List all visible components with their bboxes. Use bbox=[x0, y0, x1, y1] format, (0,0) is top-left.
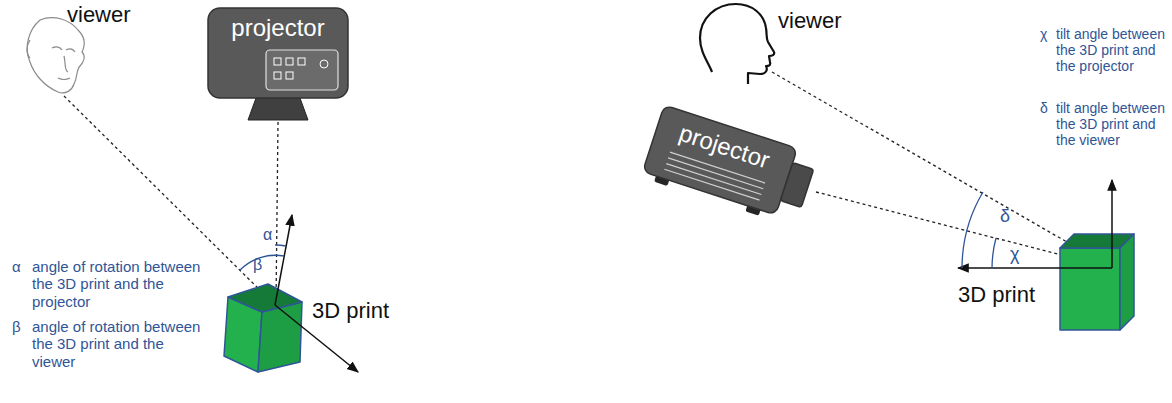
legend-symbol: α bbox=[12, 258, 21, 275]
angle-symbol: α bbox=[263, 226, 272, 244]
angle-symbol: χ bbox=[1010, 244, 1019, 265]
axis-arrow bbox=[275, 215, 292, 305]
viewer-label: viewer bbox=[67, 2, 131, 27]
angle-arc bbox=[992, 238, 996, 268]
projector-drawing bbox=[208, 8, 348, 120]
axis-arrow bbox=[958, 267, 1112, 269]
legend-symbol: δ bbox=[1040, 100, 1048, 116]
projector-drawing bbox=[641, 105, 819, 227]
cube-3d-print bbox=[224, 284, 302, 372]
cube-3d-print bbox=[1060, 234, 1134, 330]
legend-symbol: χ bbox=[1040, 26, 1047, 42]
projection-line bbox=[276, 122, 278, 303]
legend-text: angle of rotation between the 3D print a… bbox=[32, 258, 204, 310]
object-label: 3D print bbox=[312, 298, 389, 323]
angle-symbol: β bbox=[253, 256, 262, 274]
viewer-label: viewer bbox=[778, 8, 842, 33]
viewer-head bbox=[700, 4, 774, 84]
legend-text: angle of rotation between the 3D print a… bbox=[32, 318, 204, 370]
legend-symbol: β bbox=[12, 318, 21, 335]
object-label: 3D print bbox=[958, 282, 1035, 307]
viewer-sketch bbox=[27, 18, 84, 93]
legend-text: tilt angle between the 3D print and the … bbox=[1056, 26, 1168, 74]
angle-arc bbox=[962, 192, 983, 268]
legend-text: tilt angle between the 3D print and the … bbox=[1056, 100, 1168, 148]
axis-arrow bbox=[1111, 180, 1113, 268]
angle-arc bbox=[275, 245, 286, 246]
angle-symbol: δ bbox=[1000, 206, 1010, 227]
projector-label: projector bbox=[231, 14, 324, 42]
projector-box: projector bbox=[208, 10, 348, 46]
